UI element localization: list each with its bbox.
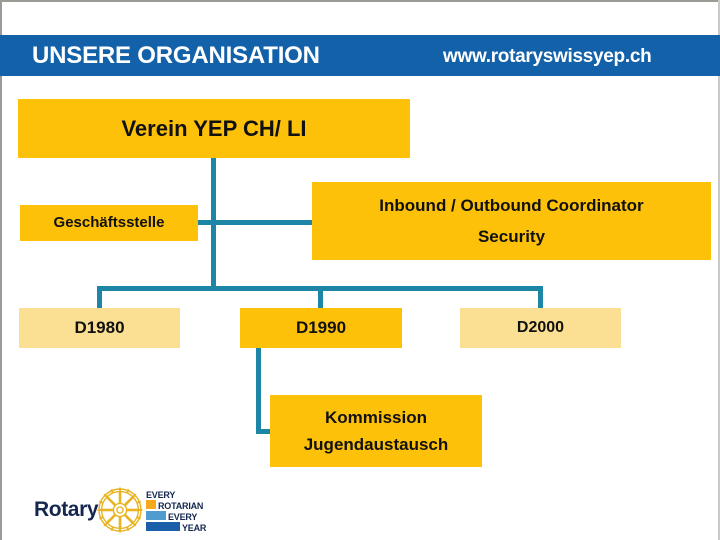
tagline-row-1: EVERY <box>146 488 224 500</box>
connector-kommission-horizontal <box>256 429 276 434</box>
org-node-d2000-label: D2000 <box>516 319 565 336</box>
page-title: UNSERE ORGANISATION <box>32 42 320 69</box>
connector-to-geschaeftsstelle <box>196 220 216 225</box>
tagline-row-3: EVERY <box>146 510 224 522</box>
tagline-bar-blue <box>146 522 180 531</box>
tagline-line-4: YEAR <box>182 523 207 533</box>
org-node-d1980-label: D1980 <box>74 318 125 338</box>
connector-drop-d1980 <box>97 286 102 309</box>
tagline-row-2: ROTARIAN <box>146 499 224 511</box>
connector-drop-d1990 <box>318 286 323 309</box>
tagline-line-3: EVERY <box>168 512 198 522</box>
org-node-verein[interactable]: Verein YEP CH/ LI <box>18 99 410 158</box>
org-node-inbound-line2: Security <box>477 227 546 246</box>
org-node-kommission-jugendaustausch[interactable]: Kommission Jugendaustausch <box>270 395 482 467</box>
org-node-kommission-line1: Kommission <box>324 407 428 427</box>
org-node-d1980[interactable]: D1980 <box>19 308 180 348</box>
org-node-d2000[interactable]: D2000 <box>460 308 621 348</box>
header-band <box>0 35 720 76</box>
org-node-d1990[interactable]: D1990 <box>240 308 402 348</box>
org-node-inbound-line1: Inbound / Outbound Coordinator <box>379 195 644 215</box>
org-node-geschaeftsstelle-label: Geschäftsstelle <box>53 213 165 231</box>
connector-kommission-vertical <box>256 348 261 434</box>
org-node-geschaeftsstelle[interactable]: Geschäftsstelle <box>20 205 198 241</box>
org-node-kommission-line2: Jugendaustausch <box>303 435 449 454</box>
tagline-line-2: ROTARIAN <box>158 501 204 511</box>
tagline-bar-light-blue <box>146 511 166 520</box>
rotary-wordmark: Rotary <box>34 498 99 521</box>
rotary-logo: Rotary <box>34 486 224 534</box>
connector-drop-d2000 <box>538 286 543 309</box>
page-border-left <box>0 0 2 540</box>
page-border-top <box>0 0 720 2</box>
tagline-bar-gold <box>146 500 156 509</box>
tagline-line-1: EVERY <box>146 490 176 500</box>
website-url: www.rotaryswissyep.ch <box>443 46 652 67</box>
page-border-right <box>718 0 720 540</box>
rotary-wheel-icon <box>96 486 144 534</box>
org-node-inbound-outbound-coordinator[interactable]: Inbound / Outbound Coordinator Security <box>312 182 711 260</box>
tagline-row-4: YEAR <box>146 521 224 533</box>
rotary-tagline: EVERY ROTARIAN EVERY YEAR <box>146 488 224 533</box>
connector-to-inbound <box>211 220 316 225</box>
org-node-d1990-label: D1990 <box>295 318 347 338</box>
org-node-verein-label: Verein YEP CH/ LI <box>121 115 307 141</box>
